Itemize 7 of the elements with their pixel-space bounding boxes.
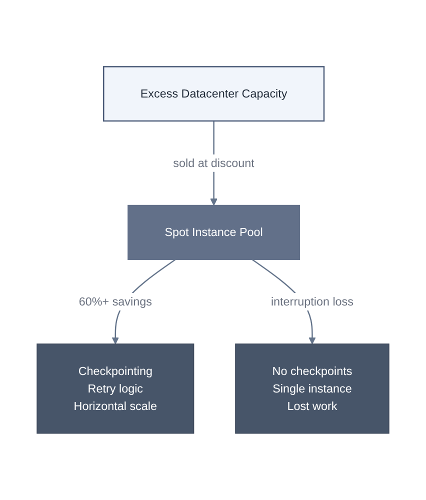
edge-label: 60%+ savings [78,294,152,308]
node-box: Checkpointing Retry logic Horizontal scale [36,344,194,434]
node-box: Spot Instance Pool [128,204,300,260]
node-box: No checkpoints Single instance Lost work [235,344,390,434]
node-box: Excess Datacenter Capacity [103,66,325,122]
edge-label: interruption loss [270,294,354,308]
edge-label: sold at discount [173,156,254,170]
